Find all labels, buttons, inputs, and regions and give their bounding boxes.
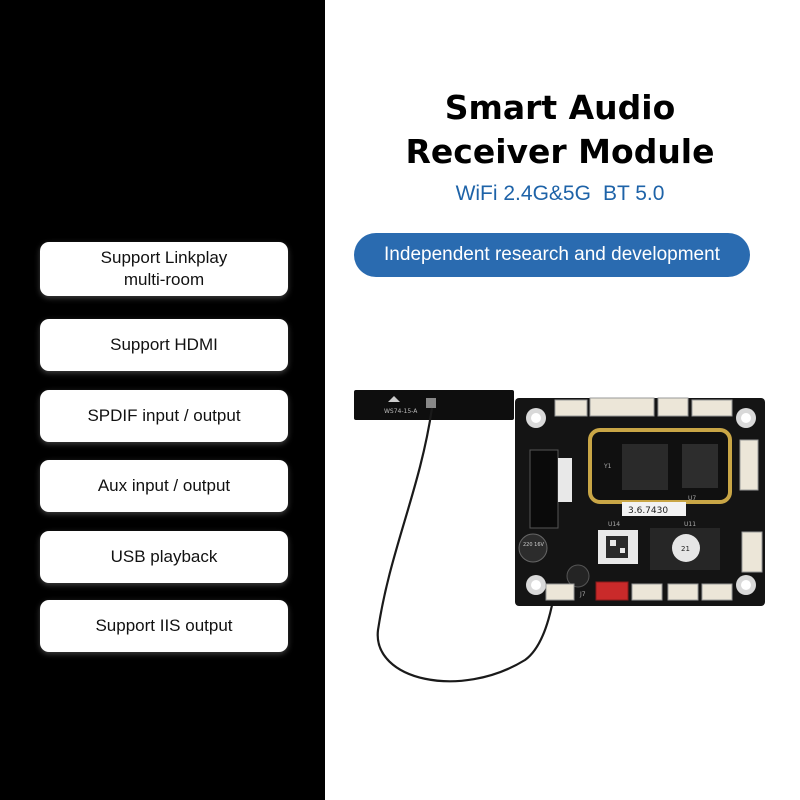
wifi-spec: WiFi 2.4G&5G	[455, 182, 591, 205]
connector	[554, 399, 588, 417]
feature-iis-label: Support IIS output	[95, 616, 233, 635]
chip-sticker-label: 21	[681, 545, 690, 553]
module-code-sticker	[622, 502, 686, 516]
connector	[657, 397, 689, 417]
antenna-feed-point	[426, 398, 436, 408]
u14-label: U14	[608, 521, 620, 528]
title-line-1: Smart Audio	[444, 88, 676, 127]
connector	[667, 583, 699, 601]
connector	[701, 583, 733, 601]
feature-spdif-label: SPDIF input / output	[87, 406, 241, 425]
antenna-cable	[376, 407, 564, 683]
rnd-badge-label: Independent research and development	[384, 244, 720, 265]
feature-usb: USB playback	[40, 531, 288, 583]
title-line-2: Receiver Module	[405, 132, 715, 171]
connector	[589, 397, 655, 417]
capacitor	[518, 533, 548, 563]
feature-usb-label: USB playback	[110, 547, 218, 566]
connector	[739, 439, 759, 491]
connector	[691, 399, 733, 417]
feature-iis: Support IIS output	[40, 600, 288, 652]
red-connector	[595, 581, 629, 601]
feature-spdif: SPDIF input / output	[40, 390, 288, 442]
rnd-badge: Independent research and development	[354, 233, 750, 277]
connector	[545, 583, 575, 601]
card-slot	[529, 449, 559, 529]
u11-label: U11	[684, 521, 696, 528]
y1-label: Y1	[603, 463, 612, 470]
qr-code	[606, 536, 628, 558]
j7-label: J7	[579, 591, 586, 598]
u7-label: U7	[688, 495, 696, 502]
page-title: Smart Audio Receiver Module	[360, 86, 760, 174]
chip-sticker	[672, 534, 700, 562]
feature-aux: Aux input / output	[40, 460, 288, 512]
memory-chip	[682, 444, 718, 488]
connector	[631, 583, 663, 601]
antenna-label: WS74-15-A	[384, 408, 418, 415]
soc-chip	[622, 444, 668, 490]
antenna-logo-icon	[388, 396, 400, 402]
feature-linkplay-line2: multi-room	[123, 270, 205, 289]
inductor	[566, 564, 590, 588]
bt-spec: BT 5.0	[602, 182, 665, 205]
capacitor-label: 220 16V	[523, 542, 544, 548]
feature-aux-label: Aux input / output	[97, 476, 231, 495]
feature-linkplay-line1: Support Linkplay	[100, 248, 228, 267]
module-code: 3.6.7430	[628, 506, 668, 516]
feature-linkplay: Support Linkplay multi-room	[40, 242, 288, 296]
module-board-illustration: WS74-15-A U7 Y1 3.6.7430 U14 U11 21 220 …	[354, 390, 765, 683]
connector	[741, 531, 763, 573]
connectivity-subtitle: WiFi 2.4G&5G BT 5.0	[360, 182, 760, 206]
feature-hdmi-label: Support HDMI	[110, 335, 218, 354]
feature-hdmi: Support HDMI	[40, 319, 288, 371]
slot-label-sticker	[558, 458, 572, 502]
